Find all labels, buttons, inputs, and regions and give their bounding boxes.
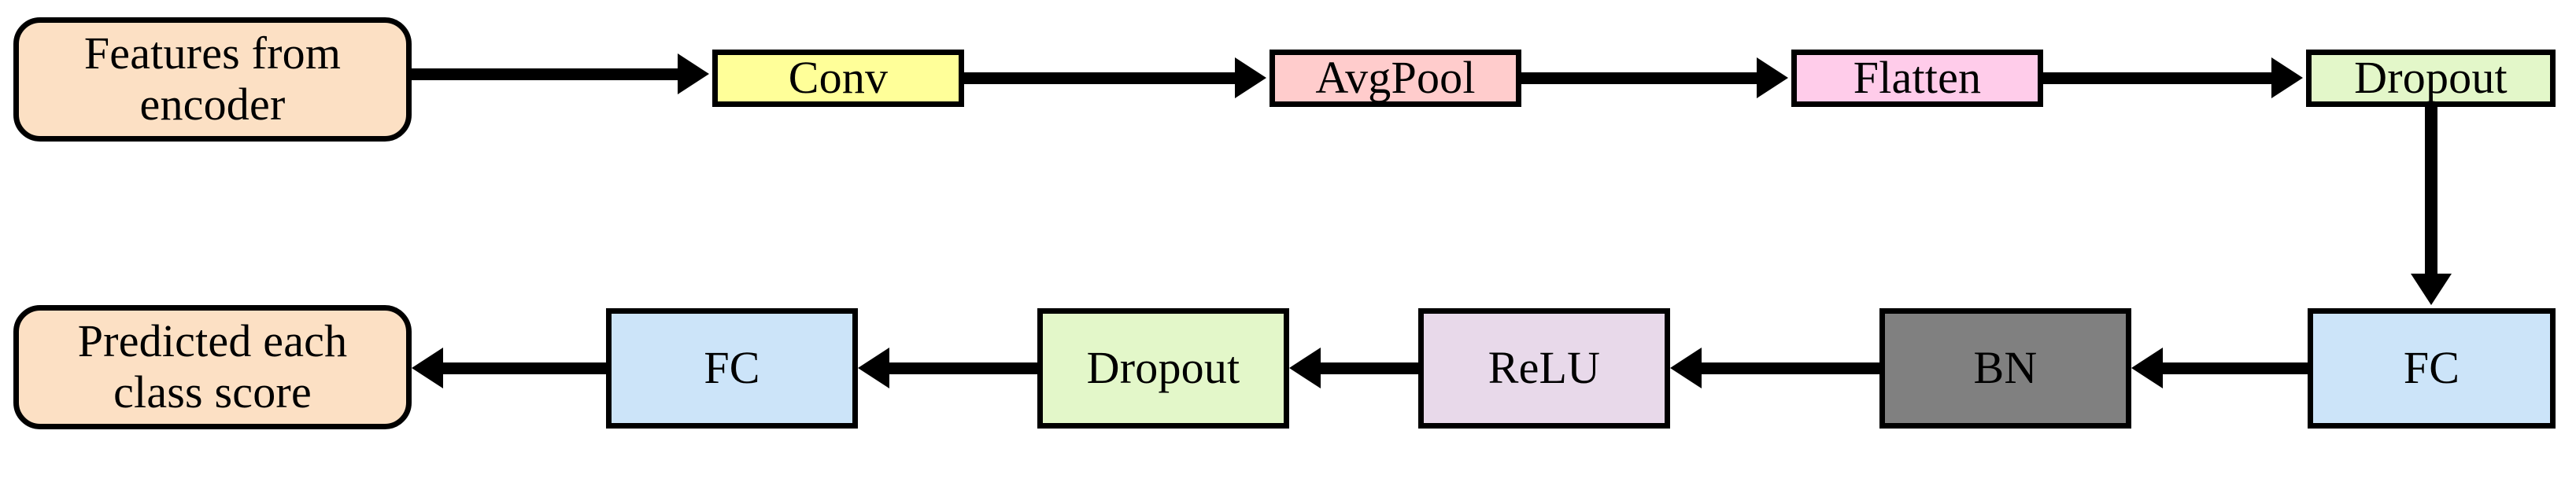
node-features-from-encoder[interactable]: Features from encoder: [13, 17, 412, 142]
arrowhead-left-icon: [2131, 348, 2163, 388]
edge-shaft: [412, 68, 681, 80]
node-label: Features from encoder: [83, 28, 342, 130]
node-label: FC: [704, 342, 760, 394]
arrowhead-down-icon: [2411, 274, 2452, 305]
node-dropout-top[interactable]: Dropout: [2306, 50, 2556, 107]
node-label: FC: [2403, 342, 2460, 394]
node-fc-left[interactable]: FC: [606, 308, 858, 429]
node-label: ReLU: [1488, 342, 1601, 394]
node-label: Flatten: [1853, 52, 1982, 104]
arrowhead-left-icon: [412, 348, 443, 388]
edge-shaft: [443, 362, 606, 374]
edge-shaft: [2163, 362, 2308, 374]
arrowhead-right-icon: [1757, 57, 1788, 98]
arrowhead-left-icon: [858, 348, 889, 388]
node-relu[interactable]: ReLU: [1418, 308, 1670, 429]
node-avgpool[interactable]: AvgPool: [1270, 50, 1521, 107]
edge-shaft: [964, 72, 1238, 84]
node-label: AvgPool: [1315, 52, 1476, 104]
edge-shaft: [1521, 72, 1760, 84]
node-conv[interactable]: Conv: [712, 50, 964, 107]
node-fc-right[interactable]: FC: [2308, 308, 2556, 429]
edge-shaft: [2425, 107, 2437, 278]
edge-shaft: [889, 362, 1037, 374]
arrowhead-left-icon: [1670, 348, 1702, 388]
arrowhead-right-icon: [2271, 57, 2303, 98]
arrowhead-left-icon: [1289, 348, 1321, 388]
node-label: Conv: [788, 52, 889, 104]
edge-shaft: [1321, 362, 1418, 374]
node-dropout-bottom[interactable]: Dropout: [1037, 308, 1289, 429]
edge-shaft: [2043, 72, 2275, 84]
node-bn[interactable]: BN: [1879, 308, 2131, 429]
arrowhead-right-icon: [678, 53, 709, 94]
node-label: BN: [1973, 342, 2038, 394]
arrowhead-right-icon: [1235, 57, 1266, 98]
node-label: Dropout: [1086, 342, 1240, 394]
node-label: Dropout: [2354, 52, 2508, 104]
node-predicted-class-score[interactable]: Predicted each class score: [13, 305, 412, 429]
node-label: Predicted each class score: [77, 315, 348, 418]
node-flatten[interactable]: Flatten: [1791, 50, 2043, 107]
edge-shaft: [1702, 362, 1879, 374]
